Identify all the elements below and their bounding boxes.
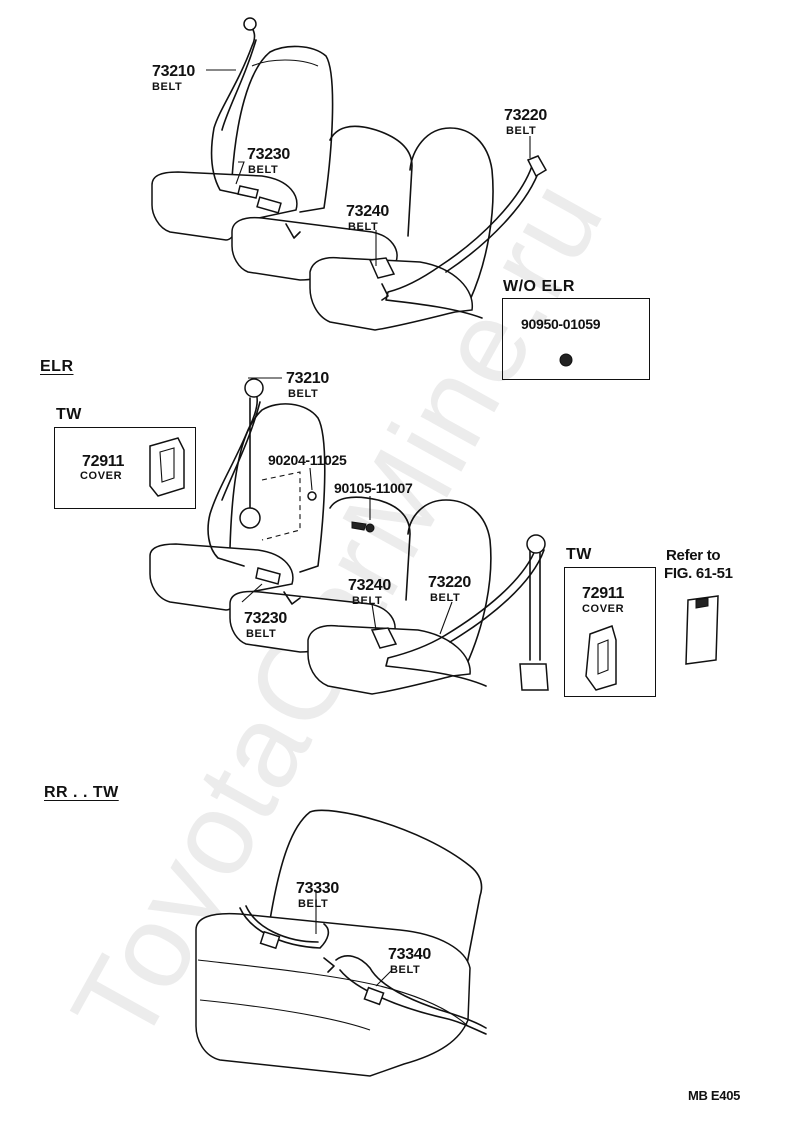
mid-elr-seats	[149, 353, 719, 695]
part-desc-73210-mid: BELT	[288, 388, 319, 400]
part-number-73210-top: 73210	[152, 63, 195, 80]
part-number-90105: 90105-11007	[334, 480, 413, 496]
part-number-72911-left: 72911	[82, 453, 125, 470]
rear-seat-back	[269, 809, 483, 991]
part-desc-73240-top: BELT	[348, 221, 379, 233]
part-number-73210-mid: 73210	[286, 370, 329, 387]
belt-73330	[239, 907, 330, 949]
part-number-73240-top: 73240	[346, 203, 389, 220]
part-number-73330: 73330	[296, 880, 339, 897]
part-desc-73230-mid: BELT	[246, 628, 277, 640]
part-number-73230-mid: 73230	[244, 610, 287, 627]
part-number-90204: 90204-11025	[268, 452, 347, 468]
refer-to-text: Refer to	[666, 547, 721, 564]
part-number-73240-mid: 73240	[348, 577, 391, 594]
tw-left-box	[54, 427, 196, 509]
cover-72911-left-shape	[149, 437, 185, 497]
part-number-73230-top: 73230	[247, 146, 290, 163]
belt-73220-top	[385, 165, 533, 319]
middle-seat-back	[329, 125, 413, 237]
top-front-seats	[151, 17, 548, 331]
rear-seat-cushion	[195, 912, 471, 1077]
wo-elr-box	[502, 298, 650, 380]
rear-seat	[195, 809, 487, 1077]
part-desc-73240-mid: BELT	[352, 595, 383, 607]
nut-90950	[559, 353, 573, 367]
part-desc-73340: BELT	[390, 964, 421, 976]
wo-elr-heading: W/O ELR	[503, 278, 575, 295]
footer-code: MB E405	[688, 1088, 741, 1103]
part-number-73220-mid: 73220	[428, 574, 471, 591]
part-desc-72911-right: COVER	[582, 603, 625, 615]
tw-left-heading: TW	[56, 406, 82, 423]
fig-reference-part	[685, 595, 719, 665]
leader-lines	[206, 69, 531, 987]
belt-73340	[335, 955, 487, 1029]
fig-reference-text: FIG. 61-51	[664, 565, 733, 582]
belt-73220-mid	[385, 547, 537, 687]
part-desc-73330: BELT	[298, 898, 329, 910]
part-number-73340: 73340	[388, 946, 431, 963]
part-number-90950: 90950-01059	[521, 316, 601, 332]
elr-heading: ELR	[40, 358, 74, 375]
tw-right-heading: TW	[566, 546, 592, 563]
part-number-72911-right: 72911	[582, 585, 625, 602]
mid-middle-seat-back	[329, 496, 411, 601]
belt-73210-top	[210, 19, 256, 197]
right-seat-cushion	[309, 256, 473, 331]
right-seat-back	[409, 127, 494, 301]
mid-left-seat-back	[229, 403, 326, 573]
rr-tw-heading: RR . . TW	[44, 784, 119, 801]
retractor-belt	[529, 547, 541, 661]
part-desc-73230-top: BELT	[248, 164, 279, 176]
part-desc-73220-top: BELT	[506, 125, 537, 137]
part-desc-73210-top: BELT	[152, 81, 183, 93]
mid-right-seat-back	[407, 499, 492, 667]
part-desc-72911-left: COVER	[80, 470, 123, 482]
belt-73210-mid	[207, 387, 259, 567]
tw-right-box	[564, 567, 656, 697]
part-number-73220-top: 73220	[504, 107, 547, 124]
part-desc-73220-mid: BELT	[430, 592, 461, 604]
